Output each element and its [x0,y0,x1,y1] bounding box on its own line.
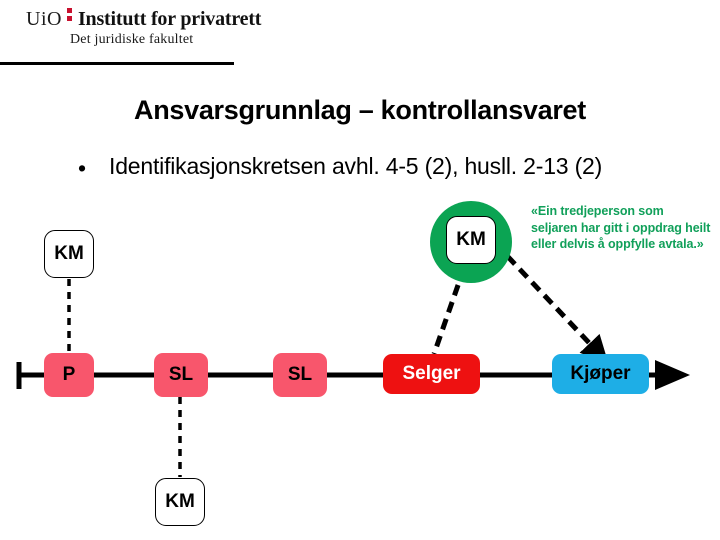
connector-km-green-to-kjoper [493,241,609,364]
node-p[interactable]: P [44,353,94,397]
node-kjoper[interactable]: Kjøper [552,354,649,394]
node-sl-2[interactable]: SL [273,353,327,397]
node-sl-1[interactable]: SL [154,353,208,397]
slide-title: Ansvarsgrunnlag – kontrollansvaret [134,95,586,125]
uio-logo: UiO Institutt for privatrett Det juridis… [26,8,326,48]
logo-primary-line: UiO Institutt for privatrett [26,8,326,31]
logo-faculty-name: Det juridiske fakultet [70,32,194,47]
node-km-bottom[interactable]: KM [155,478,205,526]
node-km-highlighted[interactable]: KM [446,216,496,264]
logo-university-name: UiO [26,8,62,30]
bullet-list-item: • Identifikasjonskretsen avhl. 4-5 (2), … [78,152,698,181]
connector-km-green-to-selger [431,267,467,355]
node-selger[interactable]: Selger [383,354,480,394]
bullet-item-text: Identifikasjonskretsen avhl. 4-5 (2), hu… [109,153,603,179]
node-km-left[interactable]: KM [44,230,94,278]
definition-quote: «Ein tredjeperson som seljaren har gitt … [531,204,711,251]
header-divider [0,62,234,65]
logo-institute-name: Institutt for privatrett [77,8,262,30]
bullet-marker-icon: • [78,155,87,181]
colon-dots-icon [66,8,72,24]
